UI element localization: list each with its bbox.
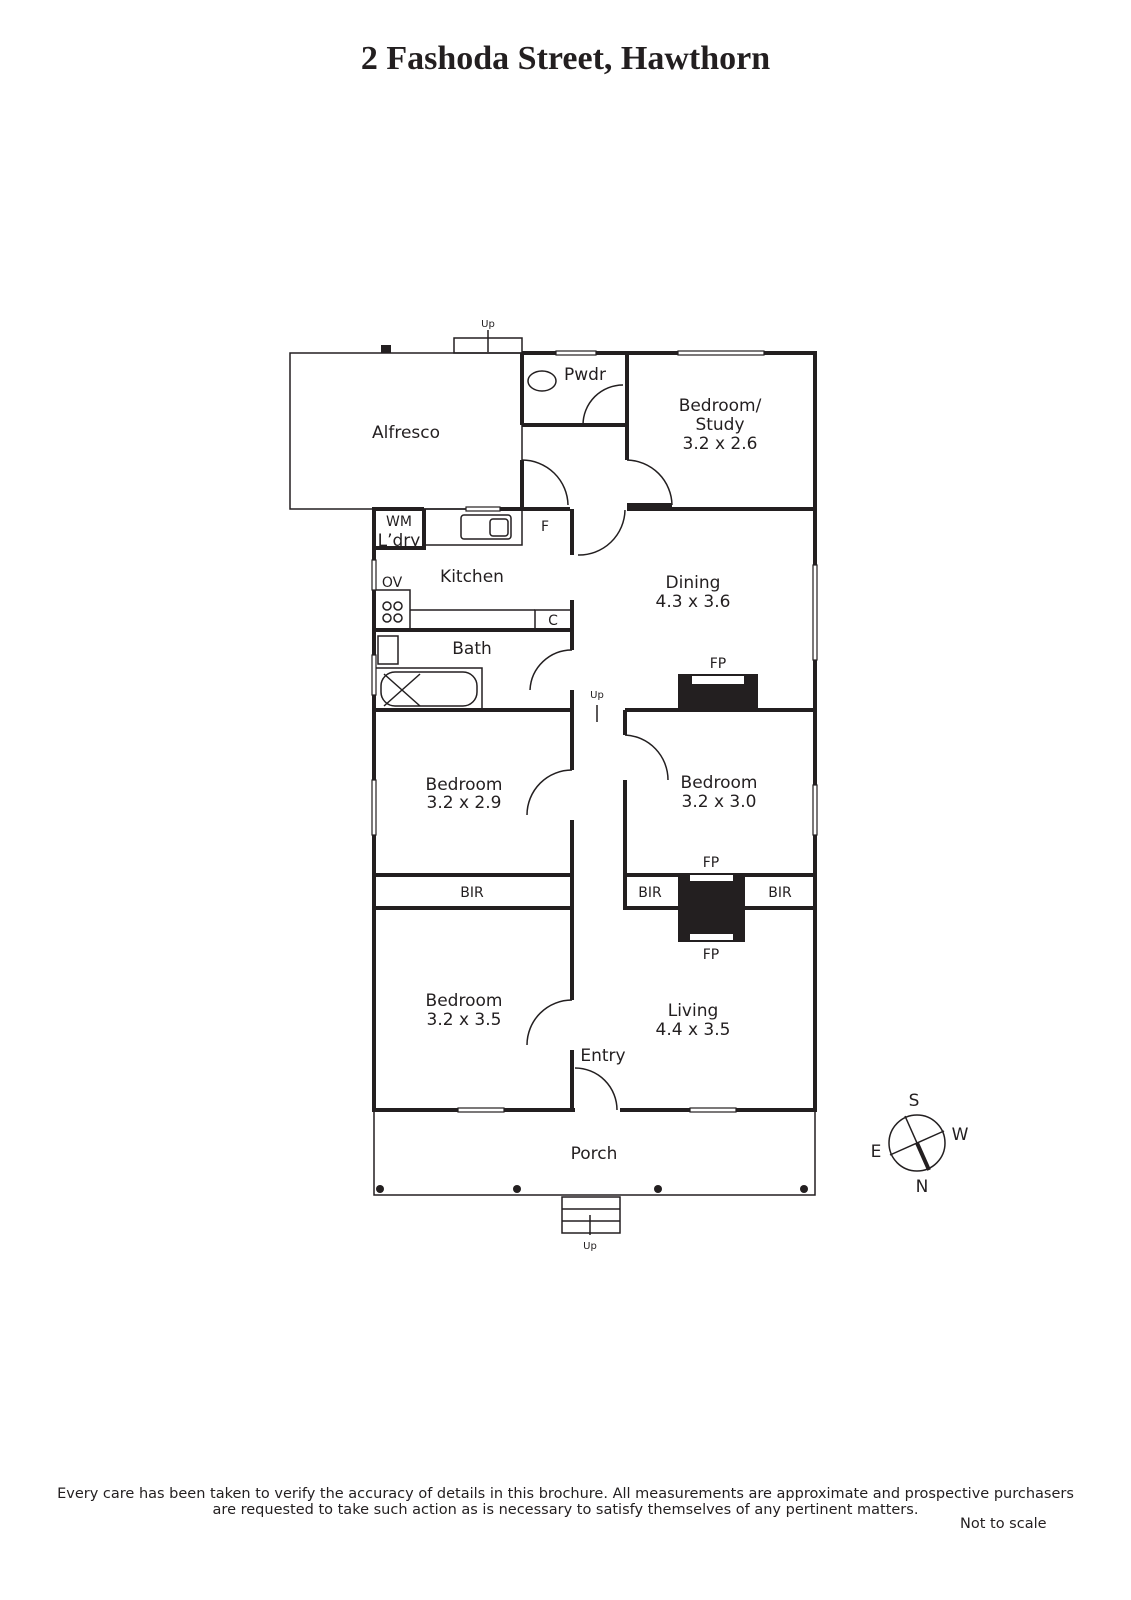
room-dim-dining: 4.3 x 3.6	[656, 592, 731, 612]
up-label: Up	[481, 319, 495, 330]
label-wm: WM	[386, 514, 412, 530]
not-to-scale-note: Not to scale	[960, 1516, 1047, 1532]
alfresco-area	[289, 330, 523, 510]
compass-icon	[888, 1114, 946, 1172]
room-dim-living: 4.4 x 3.5	[656, 1020, 731, 1040]
label-fp: FP	[703, 947, 720, 963]
porch-area	[373, 705, 816, 1235]
room-label-pwdr: Pwdr	[564, 365, 606, 385]
compass-s: S	[909, 1091, 920, 1111]
disclaimer: Every care has been taken to verify the …	[0, 1486, 1131, 1518]
label-bir: BIR	[460, 885, 484, 901]
label-bir: BIR	[768, 885, 792, 901]
room-label-porch: Porch	[571, 1144, 618, 1164]
room-label-living: Living	[668, 1001, 719, 1021]
label-fridge: F	[541, 519, 549, 535]
fireplace-double	[678, 873, 745, 942]
room-dim-bedroom: 3.2 x 2.9	[427, 793, 502, 813]
label-fp: FP	[703, 855, 720, 871]
room-label-bath: Bath	[452, 639, 492, 659]
page-title: 2 Fashoda Street, Hawthorn	[360, 40, 771, 77]
label-laundry: L’dry	[378, 531, 421, 551]
room-label-bedroom: Bedroom	[681, 773, 758, 793]
room-label-kitchen: Kitchen	[440, 567, 504, 587]
label-fp: FP	[710, 656, 727, 672]
disclaimer-line-2: are requested to take such action as is …	[212, 1502, 919, 1518]
room-dim-study: 3.2 x 2.6	[683, 434, 758, 454]
fireplace-dining	[678, 674, 758, 710]
compass-n: N	[916, 1177, 929, 1197]
disclaimer-line-1: Every care has been taken to verify the …	[57, 1486, 1074, 1502]
room-label-study: Bedroom/	[679, 396, 762, 416]
room-dim-bedroom: 3.2 x 3.0	[682, 792, 757, 812]
room-dim-bedroom: 3.2 x 3.5	[427, 1010, 502, 1030]
label-c: C	[548, 613, 558, 629]
room-label-dining: Dining	[666, 573, 721, 593]
up-label: Up	[590, 690, 604, 701]
compass-e: E	[871, 1142, 882, 1162]
doors	[521, 384, 673, 1111]
room-label-study-2: Study	[695, 415, 744, 435]
room-label-entry: Entry	[580, 1046, 625, 1066]
label-bir: BIR	[638, 885, 662, 901]
room-label-bedroom: Bedroom	[426, 775, 503, 795]
up-label: Up	[583, 1241, 597, 1252]
room-label-alfresco: Alfresco	[372, 423, 440, 443]
room-label-bedroom: Bedroom	[426, 991, 503, 1011]
windows	[371, 350, 818, 1113]
compass-w: W	[952, 1125, 969, 1145]
label-oven: OV	[382, 575, 403, 591]
